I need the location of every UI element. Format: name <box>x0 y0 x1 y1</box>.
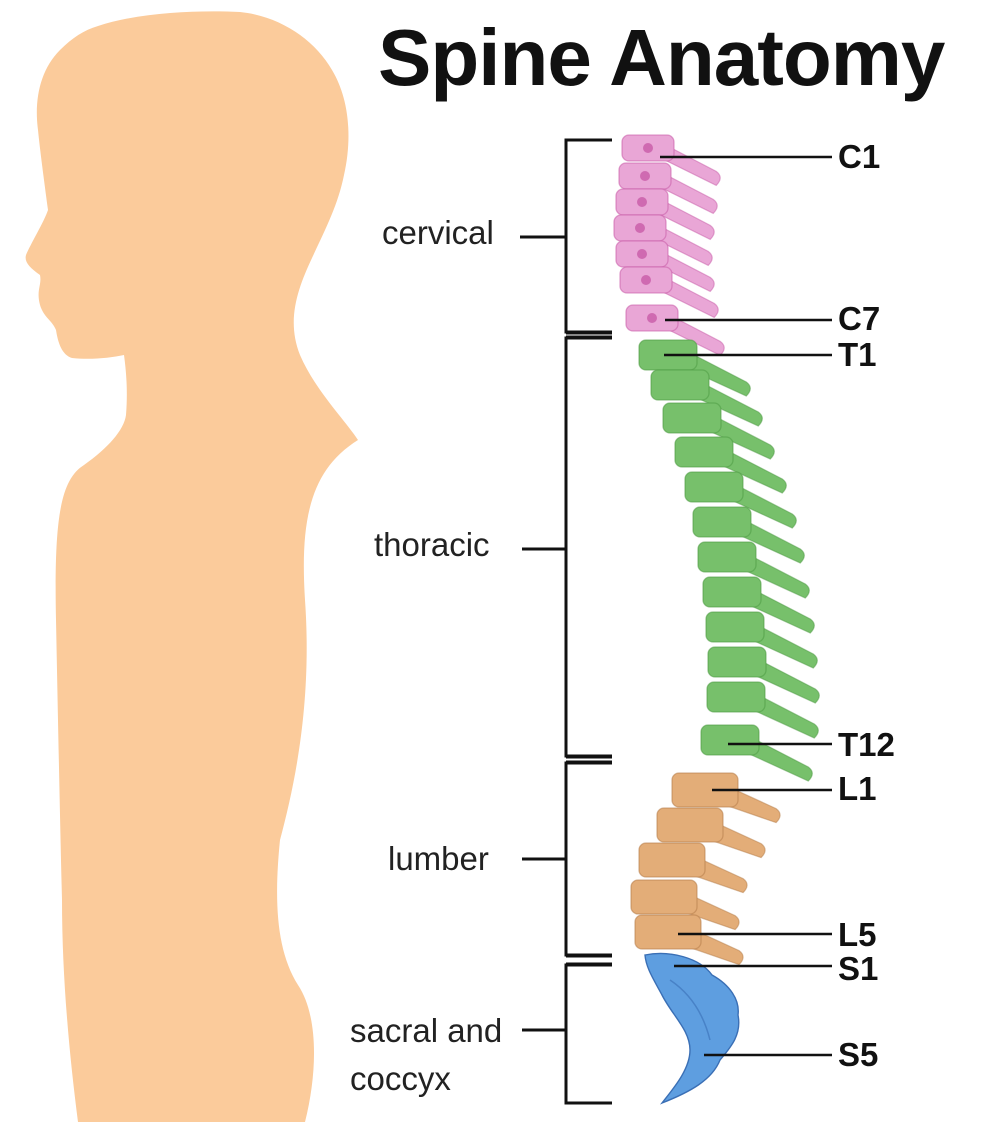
cervical-vertebra-5 <box>615 240 715 293</box>
thoracic-vertebra-8-process <box>749 588 815 634</box>
thoracic-vertebra-7 <box>697 541 810 599</box>
region-brackets <box>520 138 612 1105</box>
region-label-sacral-line2: coccyx <box>350 1060 451 1097</box>
cervical-vertebra-4-process <box>655 224 713 267</box>
cervical-vertebra-6-foramen <box>641 275 651 285</box>
thoracic-vertebra-6-process <box>739 518 805 564</box>
cervical-vertebra-3-process <box>657 198 715 241</box>
thoracic-vertebra-12 <box>700 724 813 782</box>
cervical-vertebra-6 <box>619 266 719 319</box>
cervical-vertebra-7-foramen <box>647 313 657 323</box>
vertebra-label-t12: T12 <box>838 726 895 763</box>
lumbar-vertebra-3-process <box>692 855 748 894</box>
bracket-lumbar <box>522 761 612 957</box>
thoracic-vertebra-11 <box>706 681 819 739</box>
cervical-vertebra-4 <box>613 214 713 267</box>
thoracic-vertebra-3-process <box>709 414 775 460</box>
thoracic-vertebra-4-process <box>721 448 787 494</box>
vertebra-label-s5: S5 <box>838 1036 879 1073</box>
region-label-cervical: cervical <box>382 214 494 251</box>
lumbar-vertebra-3 <box>638 842 748 894</box>
bracket-sacral <box>522 963 612 1105</box>
vertebra-label-c7: C7 <box>838 300 881 337</box>
vertebra-label-c1: C1 <box>838 138 881 175</box>
cervical-vertebra-2 <box>618 162 718 215</box>
cervical-vertebra-2-process <box>660 172 718 215</box>
lumbar-vertebra-5-process <box>688 927 744 966</box>
cervical-vertebra-4-foramen <box>635 223 645 233</box>
bracket-cervical-line <box>564 138 612 334</box>
vertebra-label-t1: T1 <box>838 336 877 373</box>
thoracic-vertebra-11-body <box>706 681 766 713</box>
lumbar-vertebra-5-body <box>634 914 702 950</box>
cervical-vertebra-3-foramen <box>637 197 647 207</box>
page-title: Spine Anatomy <box>378 13 945 102</box>
thoracic-vertebra-5 <box>684 471 797 529</box>
lumbar-vertebra-4 <box>630 879 740 931</box>
thoracic-vertebra-10-body <box>707 646 767 678</box>
lumbar-vertebra-2-body <box>656 807 724 843</box>
cervical-vertebra-1 <box>621 134 721 187</box>
cervical-vertebra-1-foramen <box>643 143 653 153</box>
thoracic-vertebra-2-body <box>650 369 710 401</box>
cervical-vertebra-2-foramen <box>640 171 650 181</box>
thoracic-vertebra-7-process <box>744 553 810 599</box>
lumbar-vertebra-2-process <box>710 820 766 859</box>
cervical-vertebra-5-foramen <box>637 249 647 259</box>
lumbar-vertebra-3-body <box>638 842 706 878</box>
region-label-sacral-line1: sacral and <box>350 1012 503 1049</box>
bracket-thoracic <box>522 336 612 758</box>
vertebra-label-s1: S1 <box>838 950 879 987</box>
thoracic-vertebra-4 <box>674 436 787 494</box>
thoracic-vertebra-4-body <box>674 436 734 468</box>
thoracic-vertebra-5-process <box>731 483 797 529</box>
thoracic-vertebra-12-body <box>700 724 760 756</box>
lumbar-vertebra-5 <box>634 914 744 966</box>
thoracic-vertebra-9-process <box>752 623 818 669</box>
bracket-cervical <box>520 138 612 334</box>
human-silhouette <box>25 11 358 1122</box>
bracket-thoracic-line <box>564 336 612 758</box>
region-label-lumbar: lumber <box>388 840 489 877</box>
thoracic-vertebra-12-process <box>747 736 813 782</box>
thoracic-vertebra-2 <box>650 369 763 427</box>
thoracic-vertebra-10-process <box>754 658 820 704</box>
thoracic-vertebra-6-body <box>692 506 752 538</box>
lumbar-vertebra-1 <box>671 772 781 824</box>
region-label-thoracic: thoracic <box>374 526 490 563</box>
lumbar-vertebra-4-body <box>630 879 698 915</box>
thoracic-vertebra-7-body <box>697 541 757 573</box>
thoracic-vertebra-11-process <box>753 693 819 739</box>
thoracic-vertebra-2-process <box>697 381 763 427</box>
lumbar-vertebra-4-process <box>684 892 740 931</box>
lumbar-vertebra-2 <box>656 807 766 859</box>
vertebra-label-l5: L5 <box>838 916 877 953</box>
cervical-vertebra-7 <box>625 304 725 357</box>
thoracic-vertebra-6 <box>692 506 805 564</box>
sacrum-ridge <box>669 979 711 1041</box>
thoracic-vertebra-9-body <box>705 611 765 643</box>
spine <box>613 134 820 1105</box>
thoracic-vertebra-1-process <box>685 351 751 397</box>
thoracic-vertebra-3 <box>662 402 775 460</box>
lumbar-vertebra-1-process <box>725 785 781 824</box>
thoracic-vertebra-5-body <box>684 471 744 503</box>
bracket-lumbar-line <box>564 761 612 957</box>
cervical-vertebra-1-process <box>663 144 721 187</box>
vertebra-label-l1: L1 <box>838 770 877 807</box>
leader-lines <box>660 155 832 1057</box>
thoracic-vertebra-8-body <box>702 576 762 608</box>
thoracic-vertebra-9 <box>705 611 818 669</box>
thoracic-vertebra-10 <box>707 646 820 704</box>
cervical-vertebra-3 <box>615 188 715 241</box>
cervical-vertebra-6-process <box>661 276 719 319</box>
bracket-sacral-line <box>564 963 612 1105</box>
thoracic-vertebra-8 <box>702 576 815 634</box>
sacrum-coccyx <box>644 952 740 1105</box>
cervical-vertebra-5-process <box>657 250 715 293</box>
thoracic-vertebra-3-body <box>662 402 722 434</box>
